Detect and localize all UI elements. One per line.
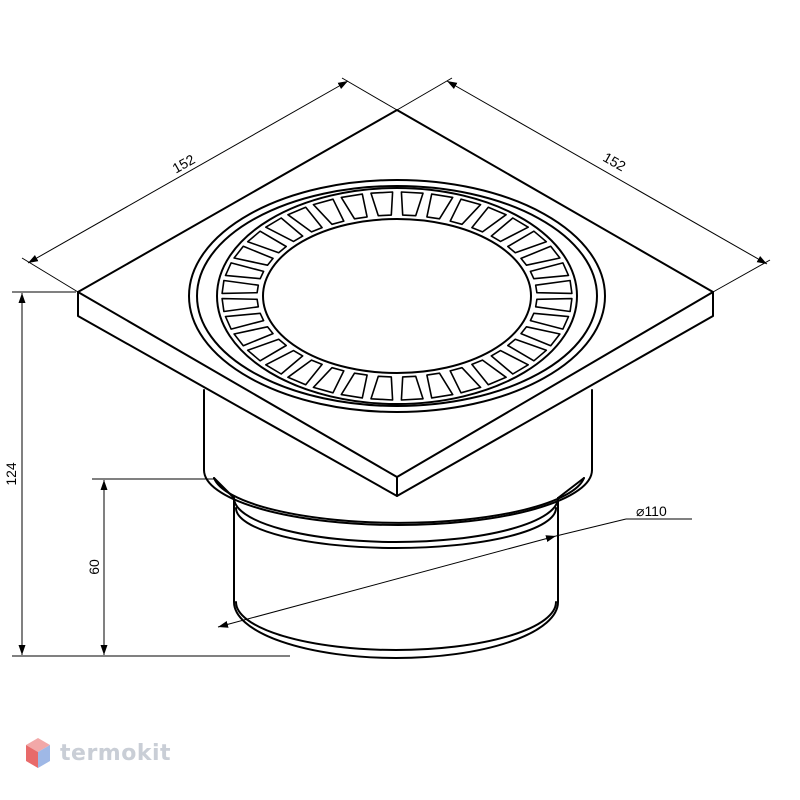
grate-slot bbox=[370, 191, 394, 217]
grate-slot bbox=[340, 193, 368, 220]
dimension-pipe-height: 60 bbox=[86, 478, 216, 655]
grate-slot bbox=[529, 262, 570, 280]
grate-slot bbox=[534, 279, 573, 295]
grate-slot bbox=[400, 191, 424, 217]
grate-slot bbox=[312, 366, 345, 394]
diameter-value: 110 bbox=[644, 503, 667, 519]
grate-slot bbox=[312, 198, 345, 226]
grate-slot bbox=[520, 325, 561, 347]
dimension-label-width-left: 152 bbox=[169, 151, 197, 177]
grate-slot bbox=[340, 372, 368, 399]
grate-slot bbox=[233, 325, 274, 347]
grate-slot bbox=[506, 338, 548, 362]
grate-slots bbox=[221, 191, 573, 401]
brand-logo: termokit bbox=[24, 736, 171, 770]
grate-slot bbox=[449, 198, 482, 226]
grate-slot bbox=[426, 372, 454, 399]
dimension-total-height: 124 bbox=[3, 291, 290, 657]
grate-slot bbox=[471, 359, 507, 386]
dimension-label-total-height: 124 bbox=[3, 462, 19, 486]
hexagon-cube-icon bbox=[26, 738, 50, 768]
dimension-pipe-diameter: ⌀110 bbox=[217, 503, 692, 628]
grate-slot bbox=[490, 349, 530, 375]
grate-slot bbox=[534, 297, 573, 313]
grate-slot bbox=[221, 297, 260, 313]
grate-slot bbox=[529, 312, 570, 330]
grate-slot bbox=[264, 349, 304, 375]
grate-slot bbox=[221, 279, 260, 295]
body-sleeve bbox=[203, 389, 593, 526]
grate-slot bbox=[224, 262, 265, 280]
diameter-symbol: ⌀ bbox=[636, 503, 644, 519]
dimension-label-pipe-height: 60 bbox=[86, 559, 102, 575]
grate-slot bbox=[370, 375, 394, 401]
dimension-label-pipe-diameter: ⌀110 bbox=[636, 503, 667, 519]
brand-name: termokit bbox=[60, 740, 172, 766]
grate-slot bbox=[246, 338, 288, 362]
grate-slot bbox=[400, 375, 424, 401]
grate-slot bbox=[224, 312, 265, 330]
grate-slot bbox=[287, 359, 323, 386]
grate-slot bbox=[426, 193, 454, 220]
round-grate bbox=[188, 179, 606, 413]
grate-slot bbox=[449, 366, 482, 394]
